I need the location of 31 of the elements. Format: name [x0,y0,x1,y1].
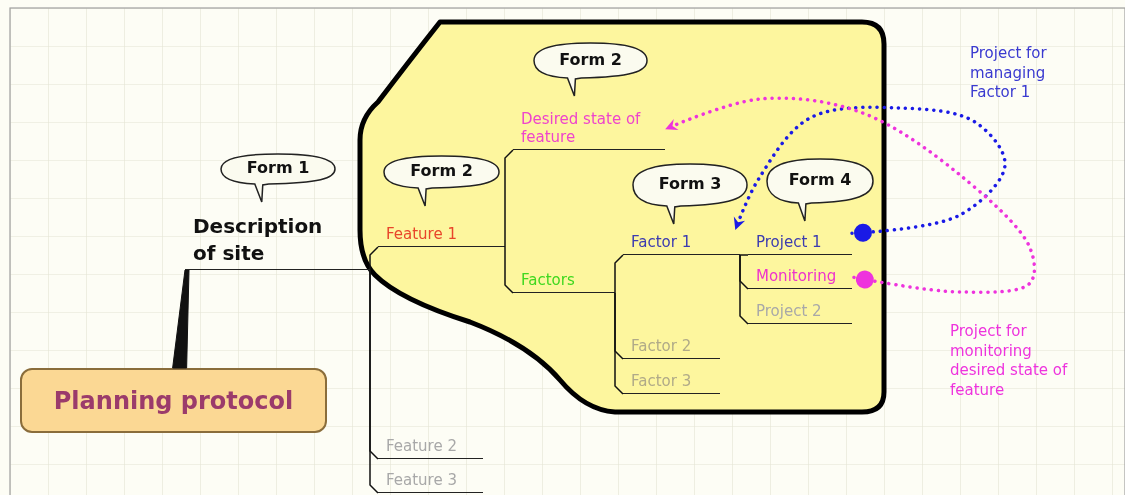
topic-label: Feature 1 [386,225,457,244]
bubble-label: Form 2 [558,49,623,69]
dotted-arrow [665,96,1037,294]
branch-line [614,292,624,395]
note-text: Project for managing Factor 1 [970,44,1048,103]
branch-line [504,149,514,248]
bubble-label: Form 4 [787,170,853,189]
dotted-arrow [733,105,1007,242]
topic-label: Feature 3 [386,471,457,490]
topic-label: Factor 1 [631,233,692,252]
topic-label: Project 1 [756,233,822,252]
bubble-label: Form 1 [245,158,311,177]
root-topic: Planning protocol [20,368,327,433]
branch-line [739,254,749,256]
branch-line [369,269,379,494]
bubble-label: Form 3 [657,174,723,193]
topic-label: Desired state of feature [521,109,642,147]
thick-connector [172,269,190,369]
note-text: Project for monitoring desired state of feature [950,322,1069,400]
branch-line [614,254,624,294]
branch-line [739,254,749,325]
bubble-label: Form 2 [409,161,474,180]
topic-label: Feature 2 [386,437,457,456]
topic-label: Project 2 [756,302,822,321]
topic-label: Factor 3 [631,372,692,391]
topic-label: Description of site [193,213,324,267]
branch-line [369,246,379,271]
topic-label: Factor 2 [631,337,692,356]
topic-label: Factors [521,271,575,290]
topic-label: Monitoring [756,267,837,286]
branch-line [504,246,514,294]
